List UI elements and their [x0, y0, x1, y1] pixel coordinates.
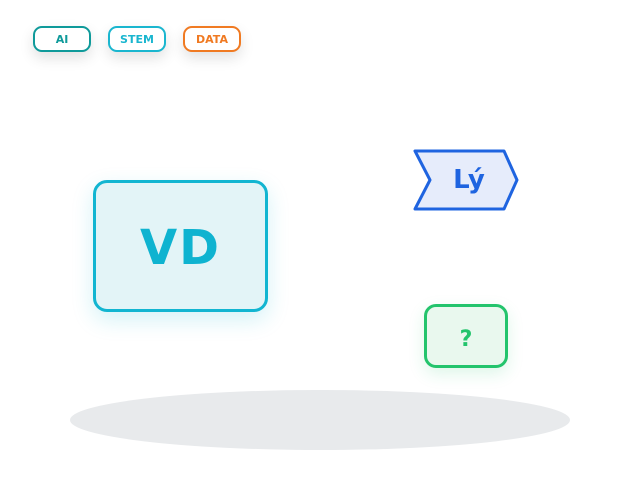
- tag-stem-label: STEM: [120, 32, 154, 46]
- initials-card[interactable]: VD: [93, 180, 268, 312]
- tag-data[interactable]: DATA: [183, 26, 241, 52]
- arrow-tag: Lý: [412, 148, 520, 212]
- tag-data-label: DATA: [196, 32, 228, 46]
- arrow-tag-label: Lý: [453, 165, 485, 195]
- question-mark-icon: ?: [459, 326, 473, 352]
- question-card[interactable]: ?: [424, 304, 508, 368]
- tag-ai-label: AI: [55, 32, 69, 46]
- ground-shadow: [70, 390, 570, 450]
- tag-ai[interactable]: AI: [33, 26, 91, 52]
- initials-text: VD: [140, 220, 221, 276]
- arrow-tag-shape[interactable]: [412, 148, 520, 212]
- tag-stem[interactable]: STEM: [108, 26, 166, 52]
